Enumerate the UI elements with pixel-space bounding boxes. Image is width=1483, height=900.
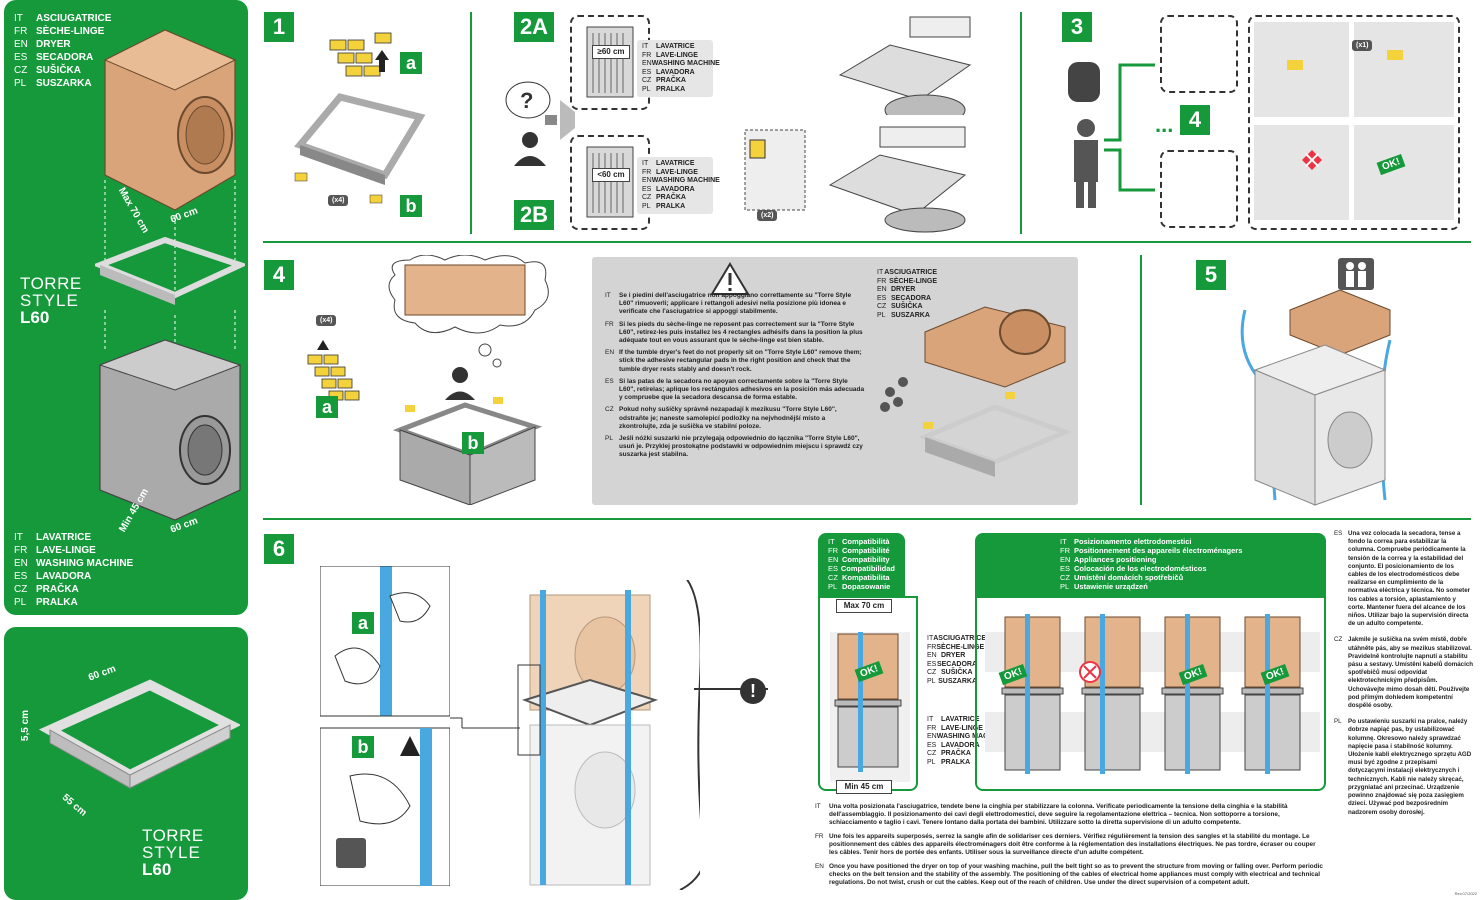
step-3-bottom-view — [1160, 150, 1238, 228]
frame-dimensions-panel — [4, 627, 248, 900]
product-name: TORRE STYLE L60 — [20, 274, 82, 327]
connector-line — [694, 688, 768, 690]
revision-label: Rev.07/2022 — [1454, 891, 1477, 896]
step-2a-badge: 2A — [514, 12, 554, 42]
step-6-label-a: a — [352, 612, 374, 634]
step-1-label-a: a — [400, 52, 422, 74]
step-3-badge: 3 — [1062, 12, 1092, 42]
separator — [1020, 12, 1022, 234]
step-1-illustration — [294, 32, 426, 204]
step-4-dryer-thought-illustration — [388, 255, 549, 505]
separator — [263, 241, 1471, 243]
step-3-detail-box — [1248, 15, 1460, 230]
positioning-box — [975, 596, 1326, 791]
step-1-count: (x4) — [328, 195, 349, 206]
step-1-badge: 1 — [264, 12, 294, 42]
step-4-label-b: b — [462, 432, 484, 454]
go-to-step-4-badge: 4 — [1180, 105, 1210, 135]
step-4-count: (x4) — [316, 315, 337, 326]
separator — [263, 518, 1471, 520]
svg-text:?: ? — [520, 88, 533, 113]
step-4-pads-illustration — [307, 340, 360, 401]
step-2b-mount-illustration — [744, 126, 967, 233]
positioning-illustration — [985, 614, 1320, 774]
step-2b-badge: 2B — [514, 200, 554, 230]
separator — [470, 12, 472, 234]
max-dim-box: Max 70 cm — [836, 599, 892, 613]
separator — [1140, 255, 1142, 505]
compatibility-illustration — [830, 632, 910, 782]
step-6-belt-illustration — [320, 566, 450, 886]
warning-icon — [710, 262, 750, 295]
step-3-dots: ... — [1155, 112, 1174, 137]
step-5-badge: 5 — [1196, 260, 1226, 290]
washer-2b-illustration — [586, 146, 634, 218]
step-3-top-view — [1160, 15, 1238, 93]
washer-2b-dim: <60 cm — [592, 168, 630, 182]
step-2-count: (x2) — [757, 210, 778, 221]
frame-height-label: 5,5 cm — [20, 709, 32, 742]
frame-illustration — [38, 679, 240, 789]
step-4-feet-illustration — [880, 306, 1072, 477]
thinking-person-icon: ? — [505, 81, 575, 166]
two-person-lift-icon — [1338, 258, 1374, 290]
stack-illustration — [95, 29, 245, 521]
step-3-decision-illustration — [1068, 62, 1155, 208]
step-3-detail-illustration — [1254, 22, 1454, 220]
washer-2a-dim: ≥60 cm — [592, 45, 630, 59]
step-1-label-b: b — [400, 195, 422, 217]
strength-icon — [336, 838, 366, 868]
step-2a-mount-illustration — [838, 16, 972, 115]
step-4-label-a: a — [316, 396, 338, 418]
washer-2a-illustration — [586, 26, 634, 98]
step-6-column-illustration — [450, 580, 700, 890]
min-dim-box: Min 45 cm — [836, 780, 892, 794]
step-4-badge: 4 — [264, 260, 294, 290]
product-name-bottom: TORRE STYLE L60 — [142, 826, 204, 879]
step-6-badge: 6 — [264, 534, 294, 564]
important-icon: ! — [740, 678, 766, 704]
step-5-stack-illustration — [1240, 290, 1392, 506]
step-3-count: (x1) — [1352, 40, 1373, 51]
step-6-label-b: b — [352, 736, 374, 758]
